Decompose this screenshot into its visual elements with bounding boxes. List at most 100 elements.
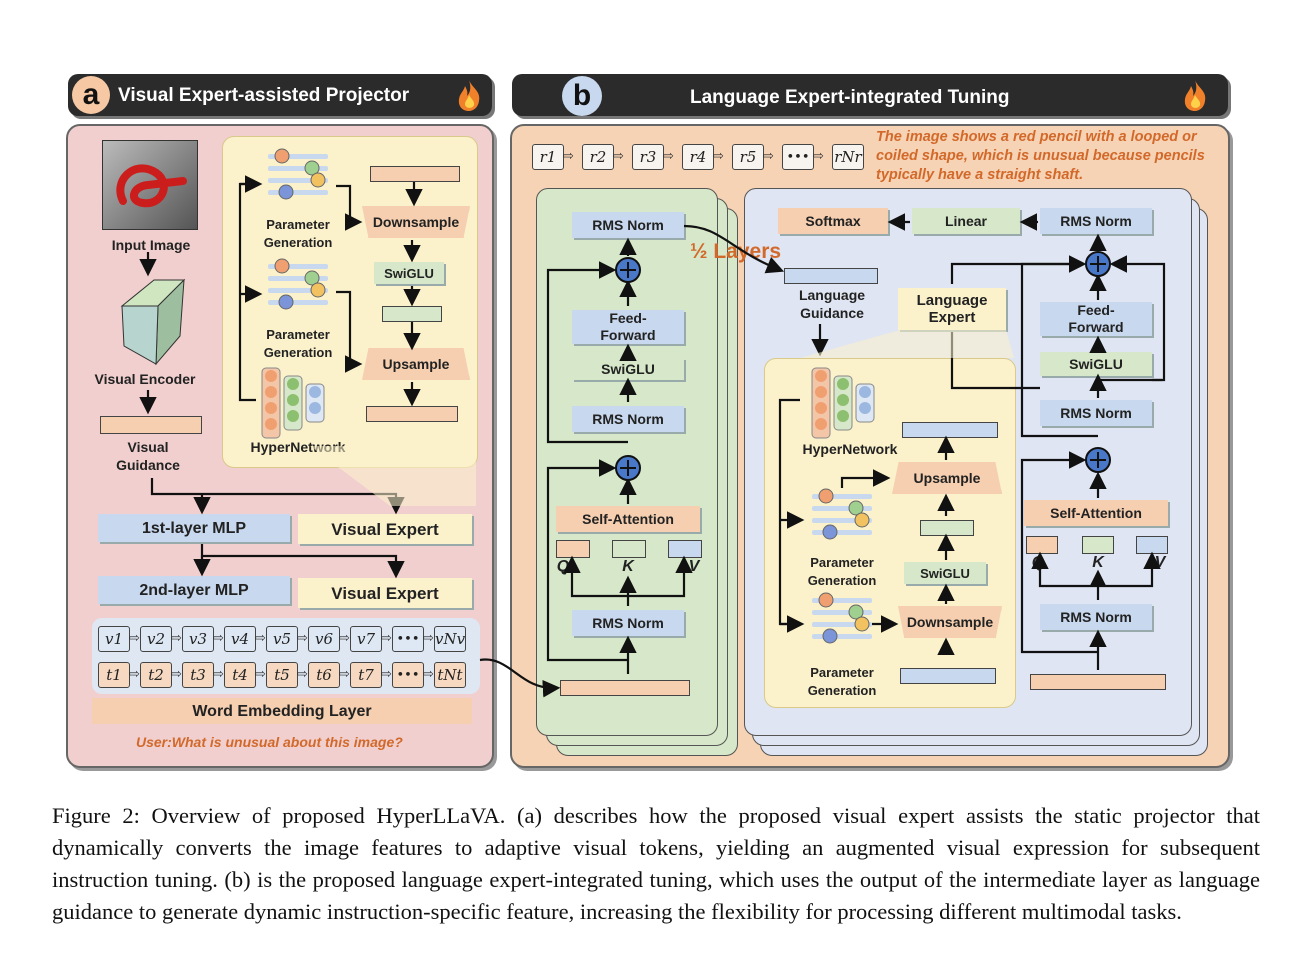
token: tNt bbox=[434, 662, 466, 688]
hypernetwork-node-icon bbox=[837, 394, 849, 406]
hypernetwork-node-icon bbox=[287, 394, 299, 406]
language-guidance-label: Language Guidance bbox=[798, 287, 866, 321]
arrow-icon: ⇨ bbox=[339, 666, 350, 681]
arrow-icon: ⇨ bbox=[213, 666, 224, 681]
param-knob-icon bbox=[278, 294, 294, 310]
arrow-icon: ⇨ bbox=[129, 666, 140, 681]
param-knob-icon bbox=[818, 488, 834, 504]
response-text: The image shows a red pencil with a loop… bbox=[876, 129, 1205, 183]
param-knob-icon bbox=[848, 604, 864, 620]
param-gen-label-b1: Parameter Generation bbox=[807, 555, 877, 588]
panel-b-letter: b bbox=[562, 76, 602, 116]
token: r5 bbox=[732, 144, 764, 170]
fire-icon bbox=[454, 78, 484, 117]
arrow-icon: ⇨ bbox=[255, 666, 266, 681]
token: t1 bbox=[98, 662, 130, 688]
user-prompt: User:What is unusual about this image? bbox=[136, 734, 403, 750]
param-slider-icon bbox=[812, 634, 872, 639]
panel-a-header: a Visual Expert-assisted Projector bbox=[68, 74, 492, 116]
token: v3 bbox=[182, 626, 214, 652]
downsample-block-b: Downsample bbox=[898, 606, 1002, 638]
param-knob-icon bbox=[822, 524, 838, 540]
token: v6 bbox=[308, 626, 340, 652]
hypernetwork-node-icon bbox=[309, 402, 321, 414]
visual-encoder-label: Visual Encoder bbox=[94, 371, 196, 387]
self-attention-right: Self-Attention bbox=[1024, 500, 1168, 526]
hypernetwork-node-icon bbox=[287, 410, 299, 422]
swiglu-left: SwiGLU bbox=[572, 358, 684, 380]
arrow-icon: ⇨ bbox=[297, 666, 308, 681]
token: v1 bbox=[98, 626, 130, 652]
panel-a-letter: a bbox=[72, 76, 110, 114]
token: v2 bbox=[140, 626, 172, 652]
hypernetwork-node-icon bbox=[837, 410, 849, 422]
token: t3 bbox=[182, 662, 214, 688]
param-knob-icon bbox=[848, 500, 864, 516]
figure-caption: Figure 2: Overview of proposed HyperLLaV… bbox=[52, 803, 1260, 924]
linear-block: Linear bbox=[912, 208, 1020, 234]
upsample-block-b: Upsample bbox=[892, 462, 1002, 494]
token: t4 bbox=[224, 662, 256, 688]
mlp-layer-2: 2nd-layer MLP bbox=[98, 576, 290, 604]
v-label-left: V bbox=[688, 558, 700, 575]
arrow-icon: ⇨ bbox=[713, 148, 724, 163]
feature-bar-bottom-b bbox=[900, 668, 996, 684]
visual-guidance-label: Visual Guidance bbox=[116, 439, 180, 473]
k-label-right: K bbox=[1092, 554, 1104, 571]
token: rNr bbox=[832, 144, 864, 170]
token: v7 bbox=[350, 626, 382, 652]
softmax-block: Softmax bbox=[778, 208, 888, 234]
feature-bar-top-a bbox=[370, 166, 460, 182]
param-knob-icon bbox=[310, 282, 326, 298]
param-knob-icon bbox=[818, 592, 834, 608]
hypernetwork-node-icon bbox=[815, 386, 827, 398]
downsample-block-a: Downsample bbox=[362, 206, 470, 238]
panel-a-title: Visual Expert-assisted Projector bbox=[118, 85, 410, 106]
panel-b-title: Language Expert-integrated Tuning bbox=[690, 87, 1010, 108]
input-image-label: Input Image bbox=[111, 237, 191, 253]
param-knob-icon bbox=[822, 628, 838, 644]
token: ••• bbox=[392, 662, 424, 688]
hypernetwork-node-icon bbox=[309, 386, 321, 398]
param-knob-icon bbox=[278, 184, 294, 200]
param-knob-icon bbox=[274, 258, 290, 274]
param-gen-label-2: Parameter Generation bbox=[263, 327, 333, 360]
rms-norm-top-right: RMS Norm bbox=[1040, 208, 1152, 234]
hypernetwork-node-icon bbox=[815, 402, 827, 414]
arrow-icon: ⇨ bbox=[129, 630, 140, 645]
visual-expert-1: Visual Expert bbox=[298, 514, 472, 544]
hypernetwork-node-icon bbox=[815, 370, 827, 382]
param-knob-icon bbox=[854, 616, 870, 632]
rms-norm-mid-left: RMS Norm bbox=[572, 406, 684, 432]
token: ••• bbox=[392, 626, 424, 652]
hypernetwork-node-icon bbox=[265, 386, 277, 398]
feature-bar-mid-a bbox=[382, 306, 442, 322]
rms-norm-bottom-right: RMS Norm bbox=[1040, 604, 1152, 630]
param-slider-icon bbox=[268, 300, 328, 305]
hypernetwork-node-icon bbox=[265, 402, 277, 414]
token: r4 bbox=[682, 144, 714, 170]
token: t5 bbox=[266, 662, 298, 688]
arrow-icon: ⇨ bbox=[763, 148, 774, 163]
token: vNv bbox=[434, 626, 466, 652]
arrow-icon: ⇨ bbox=[171, 666, 182, 681]
rms-norm-bottom-left: RMS Norm bbox=[572, 610, 684, 636]
param-gen-label-1: Parameter Generation bbox=[263, 217, 333, 250]
k-block-right bbox=[1082, 536, 1114, 554]
self-attention-left: Self-Attention bbox=[556, 506, 700, 532]
arrow-icon: ⇨ bbox=[255, 630, 266, 645]
param-knob-icon bbox=[304, 270, 320, 286]
hypernetwork-node-icon bbox=[815, 418, 827, 430]
arrow-icon: ⇨ bbox=[297, 630, 308, 645]
swiglu-block-a: SwiGLU bbox=[374, 262, 444, 284]
param-gen-label-b2: Parameter Generation bbox=[807, 665, 877, 698]
fire-icon bbox=[1180, 78, 1210, 117]
hypernetwork-node-icon bbox=[265, 418, 277, 430]
arrow-icon: ⇨ bbox=[171, 630, 182, 645]
rms-norm-mid-right: RMS Norm bbox=[1040, 400, 1152, 426]
hypernetwork-node-icon bbox=[859, 402, 871, 414]
arrow-icon: ⇨ bbox=[339, 630, 350, 645]
arrow-icon: ⇨ bbox=[381, 666, 392, 681]
rms-norm-top-left: RMS Norm bbox=[572, 212, 684, 238]
token: t7 bbox=[350, 662, 382, 688]
